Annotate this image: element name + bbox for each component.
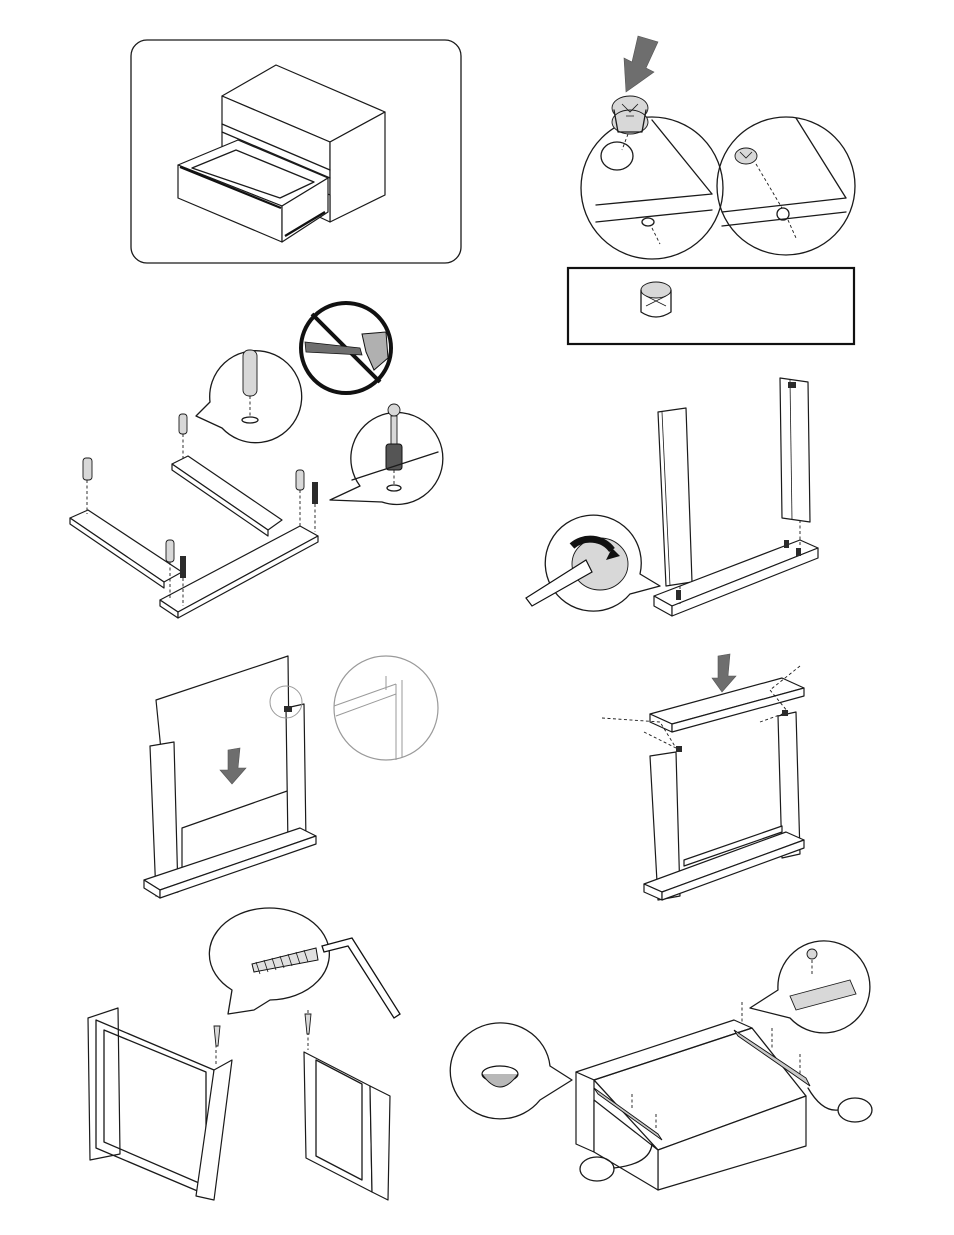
left-oval-label	[580, 1157, 614, 1181]
step-side-panels	[526, 378, 818, 616]
right-oval-label	[838, 1098, 872, 1122]
step-dowels-and-pins	[70, 303, 443, 618]
cam-lock-part-icon	[641, 282, 671, 317]
detail-circle-right	[717, 117, 855, 255]
nightstand-illustration	[178, 65, 385, 242]
step-top-panel	[602, 654, 804, 900]
cam-lock-icon	[612, 96, 648, 134]
step-drawer-slides	[450, 941, 872, 1190]
felt-pad-icon	[482, 1066, 518, 1087]
cam-lock-small-icon	[735, 148, 757, 164]
back-panel-detail	[334, 656, 438, 760]
dowel-icon	[243, 350, 257, 396]
down-arrow-icon	[624, 36, 658, 92]
screwdriver-turn-icon	[526, 538, 628, 606]
step-cam-lock-insert	[568, 36, 855, 344]
detail-circle-left	[581, 117, 723, 259]
step-allen-key-screws	[88, 908, 400, 1200]
no-hammer-icon	[301, 303, 391, 393]
screw-icon	[252, 948, 318, 974]
step-overview	[131, 40, 461, 263]
allen-key-icon	[322, 938, 400, 1018]
down-arrow-icon	[712, 654, 736, 692]
step-back-panel	[144, 656, 438, 898]
cam-note-box	[568, 268, 854, 344]
